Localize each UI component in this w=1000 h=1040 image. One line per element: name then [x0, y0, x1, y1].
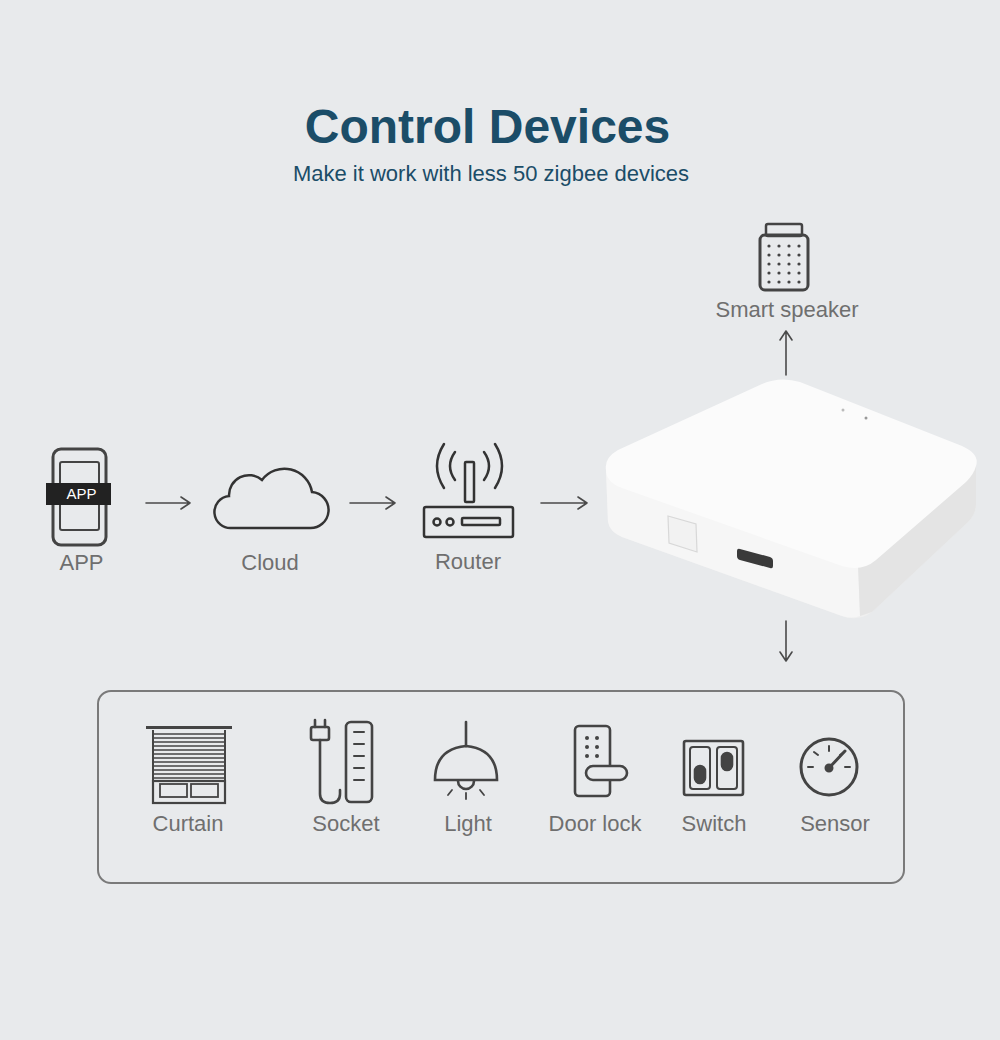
device-panel: Curtain SocketLight Door lockSwitchSensor: [97, 690, 905, 884]
flow-arrow: [780, 331, 792, 375]
speaker-icon: [760, 224, 808, 290]
flow-arrow: [780, 621, 792, 661]
hub-node: [590, 378, 978, 618]
curtain-icon: [146, 726, 232, 803]
device-label: Light: [408, 811, 528, 837]
switch-node: Switch: [654, 715, 774, 840]
socket-icon: [311, 720, 372, 803]
sensor-node: Sensor: [775, 715, 895, 840]
app-node: APP APP: [20, 440, 143, 580]
device-label: Socket: [286, 811, 406, 837]
flow-arrow: [350, 497, 395, 509]
flow-arrow: [541, 497, 587, 509]
device-label: Curtain: [128, 811, 248, 837]
app-badge-text: APP: [20, 485, 143, 503]
flow-arrow: [146, 497, 190, 509]
light-node: Light: [408, 715, 528, 840]
socket-node: Socket: [286, 715, 406, 840]
router-icon: [424, 444, 513, 537]
page-caption: Make it work with less 50 zigbee devices: [0, 160, 982, 188]
speaker-node: Smart speaker: [692, 215, 882, 328]
cloud-node: Cloud: [193, 460, 347, 580]
router-node: Router: [398, 436, 538, 580]
door-lock-node: Door lock: [535, 715, 655, 840]
speaker-label: Smart speaker: [692, 297, 882, 323]
device-label: Door lock: [535, 811, 655, 837]
zigbee-hub: [606, 379, 977, 618]
router-label: Router: [398, 549, 538, 575]
sensor-icon: [801, 739, 857, 795]
device-label: Switch: [654, 811, 774, 837]
light-icon: [435, 722, 497, 799]
device-label: Sensor: [775, 811, 895, 837]
curtain-node: Curtain: [128, 715, 248, 840]
page-title: Control Devices: [0, 100, 975, 154]
cloud-icon: [214, 469, 328, 528]
switch-icon: [684, 741, 743, 795]
door-lock-icon: [575, 726, 627, 796]
cloud-label: Cloud: [193, 550, 347, 576]
app-label: APP: [20, 550, 143, 576]
